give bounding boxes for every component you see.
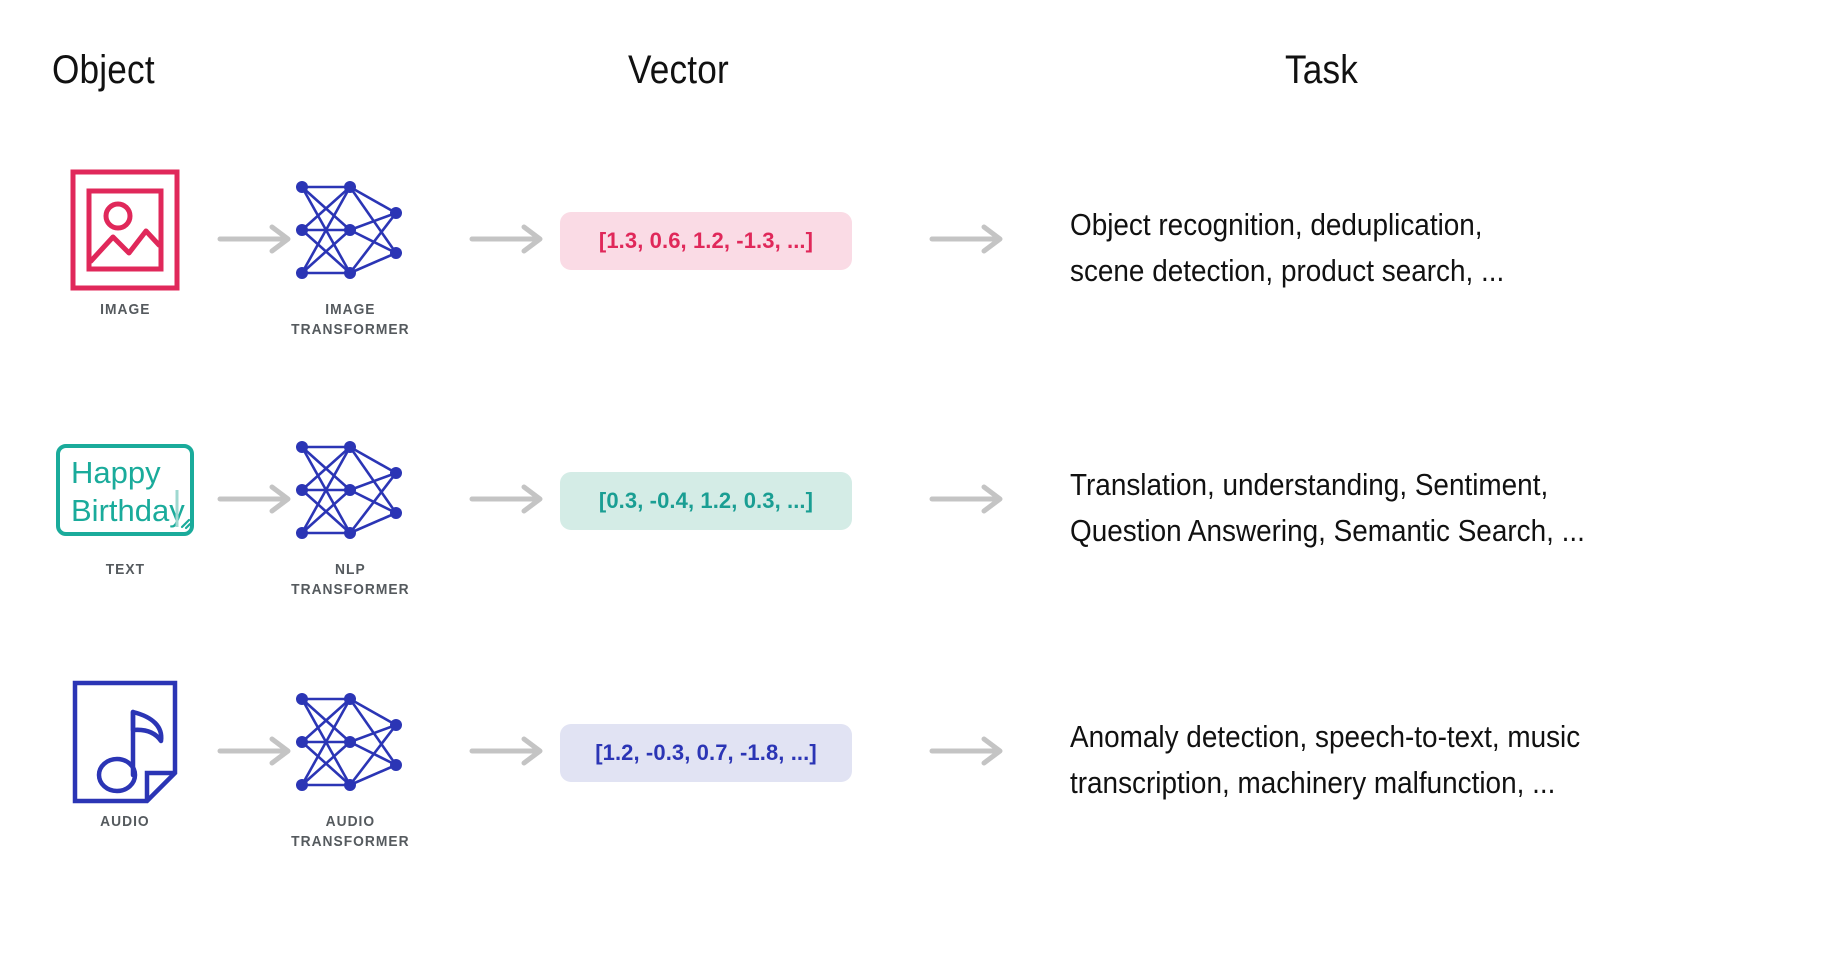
model-cell-audio-transformer: AUDIO TRANSFORMER bbox=[255, 672, 445, 882]
arrow-right-icon bbox=[217, 223, 296, 255]
task-text-text: Translation, understanding, Sentiment, Q… bbox=[1070, 467, 1585, 548]
pipeline-row-audio: AUDIO bbox=[0, 672, 1828, 902]
column-headers: Object Vector Task bbox=[0, 0, 1828, 130]
arrow-right-icon bbox=[929, 735, 1008, 767]
arrow-right-icon bbox=[929, 483, 1008, 515]
text-box-icon: Happy Birthday bbox=[55, 420, 195, 560]
task-text-audio: Anomaly detection, speech-to-text, music… bbox=[1070, 719, 1581, 800]
object-caption-audio: AUDIO bbox=[100, 813, 150, 830]
object-cell-audio: AUDIO bbox=[40, 672, 210, 882]
arrow-right-icon bbox=[217, 735, 296, 767]
pipeline-row-image: IMAGE bbox=[0, 160, 1828, 390]
arrow-right-icon bbox=[929, 223, 1008, 255]
vector-badge-image: [1.3, 0.6, 1.2, -1.3, ...] bbox=[560, 212, 852, 270]
model-caption-audio-transformer: AUDIO TRANSFORMER bbox=[290, 813, 410, 850]
model-caption-nlp-transformer: NLP TRANSFORMER bbox=[290, 561, 410, 598]
vector-badge-text: [0.3, -0.4, 1.2, 0.3, ...] bbox=[560, 472, 852, 530]
task-text-image: Object recognition, deduplication, scene… bbox=[1070, 207, 1505, 288]
object-cell-text: Happy Birthday TEXT bbox=[40, 420, 210, 630]
column-header-vector: Vector bbox=[628, 48, 729, 92]
model-caption-image-transformer: IMAGE TRANSFORMER bbox=[290, 301, 410, 338]
vector-badge-audio: [1.2, -0.3, 0.7, -1.8, ...] bbox=[560, 724, 852, 782]
text-box-line-1: Happy bbox=[71, 455, 161, 490]
neural-network-icon bbox=[290, 672, 410, 812]
neural-network-icon bbox=[290, 420, 410, 560]
model-cell-image-transformer: IMAGE TRANSFORMER bbox=[255, 160, 445, 370]
arrow-right-icon bbox=[217, 483, 296, 515]
audio-file-icon bbox=[71, 672, 179, 812]
arrow-right-icon bbox=[469, 223, 548, 255]
object-caption-image: IMAGE bbox=[99, 301, 151, 318]
neural-network-icon bbox=[290, 160, 410, 300]
object-caption-text: TEXT bbox=[105, 561, 145, 578]
column-header-task: Task bbox=[1285, 48, 1359, 92]
object-cell-image: IMAGE bbox=[40, 160, 210, 370]
column-header-object: Object bbox=[52, 48, 155, 92]
image-icon bbox=[70, 160, 180, 300]
arrow-right-icon bbox=[469, 483, 548, 515]
model-cell-nlp-transformer: NLP TRANSFORMER bbox=[255, 420, 445, 630]
pipeline-row-text: Happy Birthday TEXT bbox=[0, 420, 1828, 650]
text-box-line-2: Birthday bbox=[71, 493, 185, 528]
arrow-right-icon bbox=[469, 735, 548, 767]
